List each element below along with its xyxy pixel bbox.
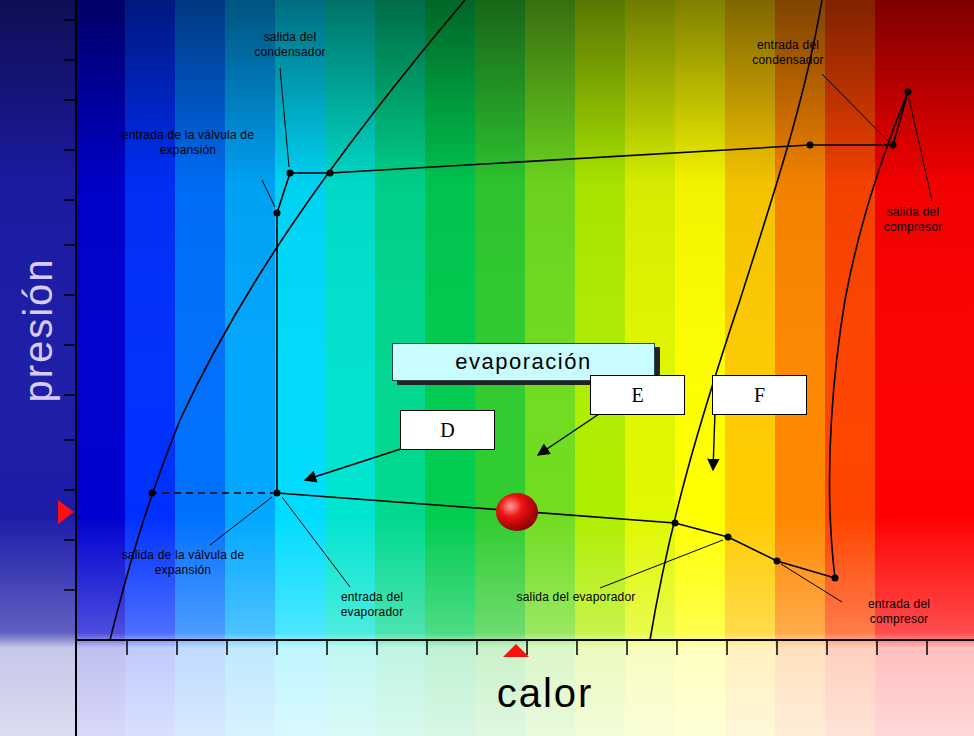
saturation-curves [110,0,822,640]
axis-label: calor [497,671,594,715]
callout-arrows [305,412,715,480]
point-label: entrada del compresor [842,597,956,627]
callout-box: D [400,410,495,450]
axes [64,0,974,736]
cycle-points [149,89,912,582]
box-text: D [440,419,454,442]
refrigerant-ball [496,493,538,531]
axis-label: presión [16,257,60,402]
point-label: salida del evaporador [515,590,637,605]
point-label: entrada del condensador [730,38,846,68]
leader-lines [210,68,932,602]
point-label: entrada de la válvula de expansión [120,128,256,158]
point-label: salida del compresor [858,205,968,235]
refrigeration-cycle [152,92,908,578]
point-label: entrada del evaporador [308,590,436,620]
point-label: salida de la válvula de expansión [120,548,246,578]
callout-box: E [590,375,685,415]
box-text: F [754,384,765,407]
axis-marker [503,644,529,657]
callout-box: F [712,375,807,415]
point-label: salida del condensador [238,30,342,60]
box-text: E [631,384,643,407]
axis-marker [58,500,74,524]
box-text: evaporación [455,349,591,375]
